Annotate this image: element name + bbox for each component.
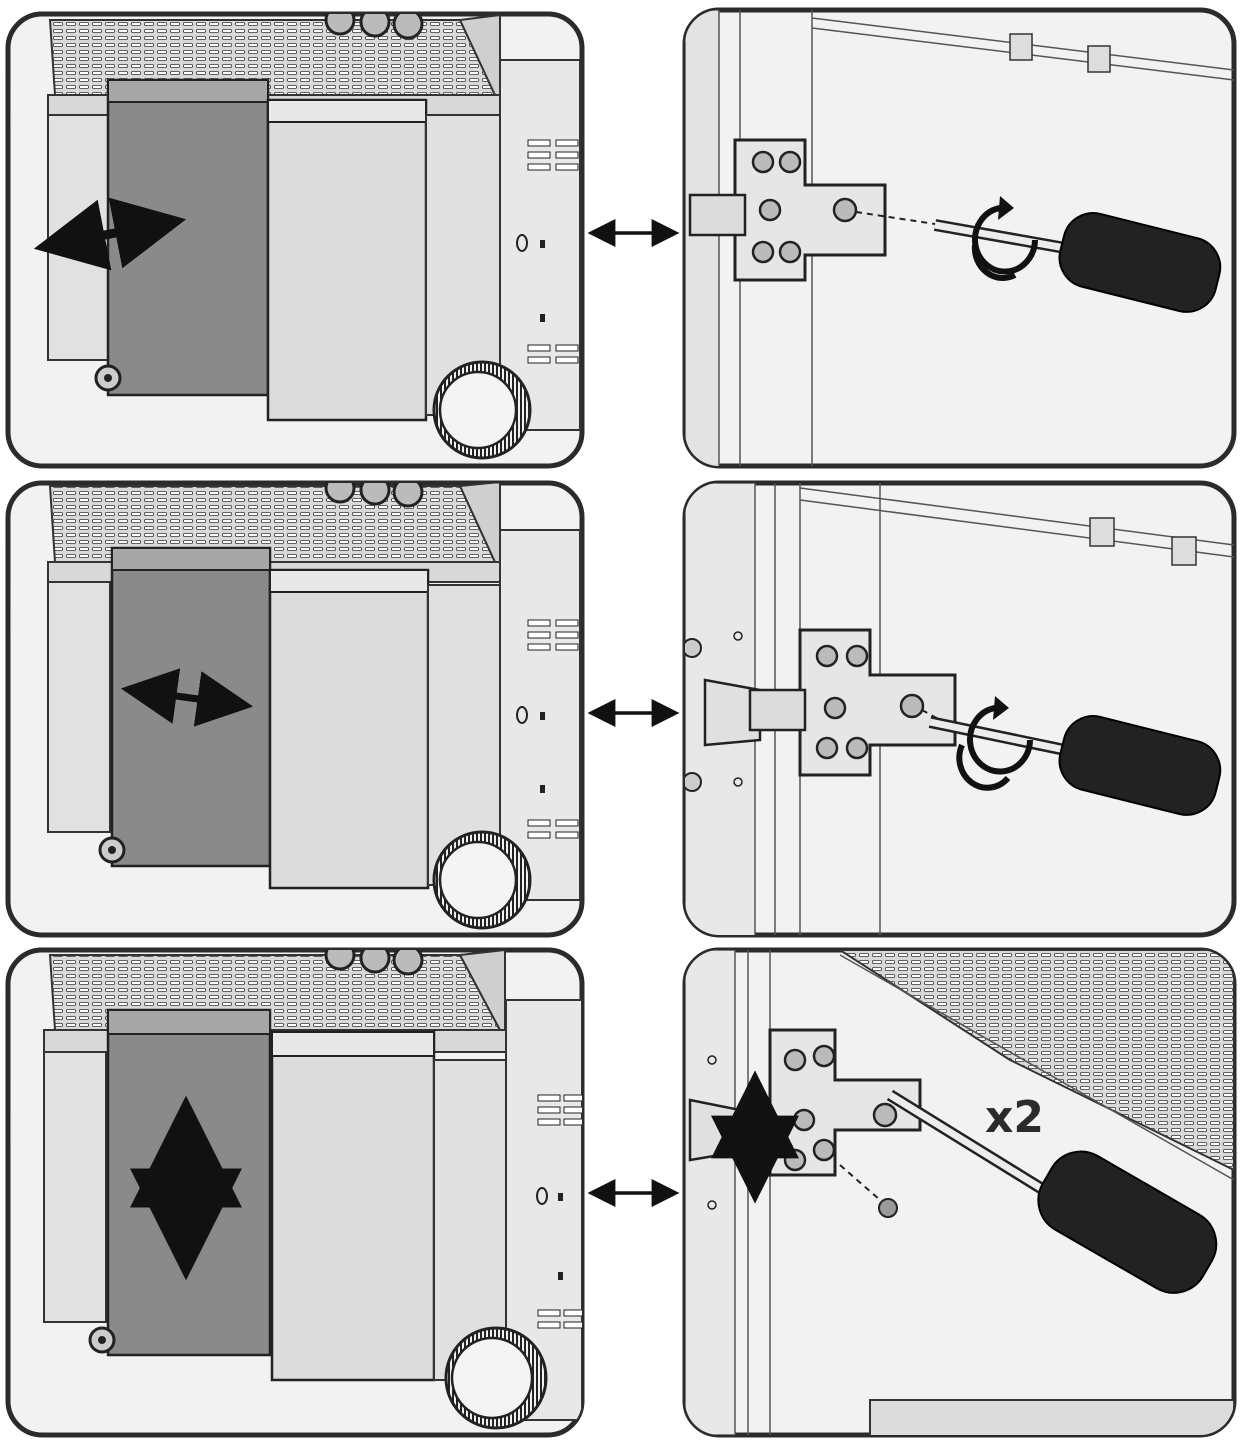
screw-count-label: x2 [985, 1092, 1044, 1143]
step-2-cabinet-panel [5, 480, 585, 938]
step-1-cabinet-panel [5, 11, 585, 469]
door-adjust-horizontal-arrow [33, 197, 187, 271]
step-3-cabinet-panel [5, 947, 585, 1438]
step-2-hinge-panel [682, 480, 1237, 938]
door-adjust-horizontal-arrow [120, 668, 254, 727]
step-3-hinge-panel [682, 947, 1237, 1438]
step-1-hinge-panel [682, 7, 1237, 469]
